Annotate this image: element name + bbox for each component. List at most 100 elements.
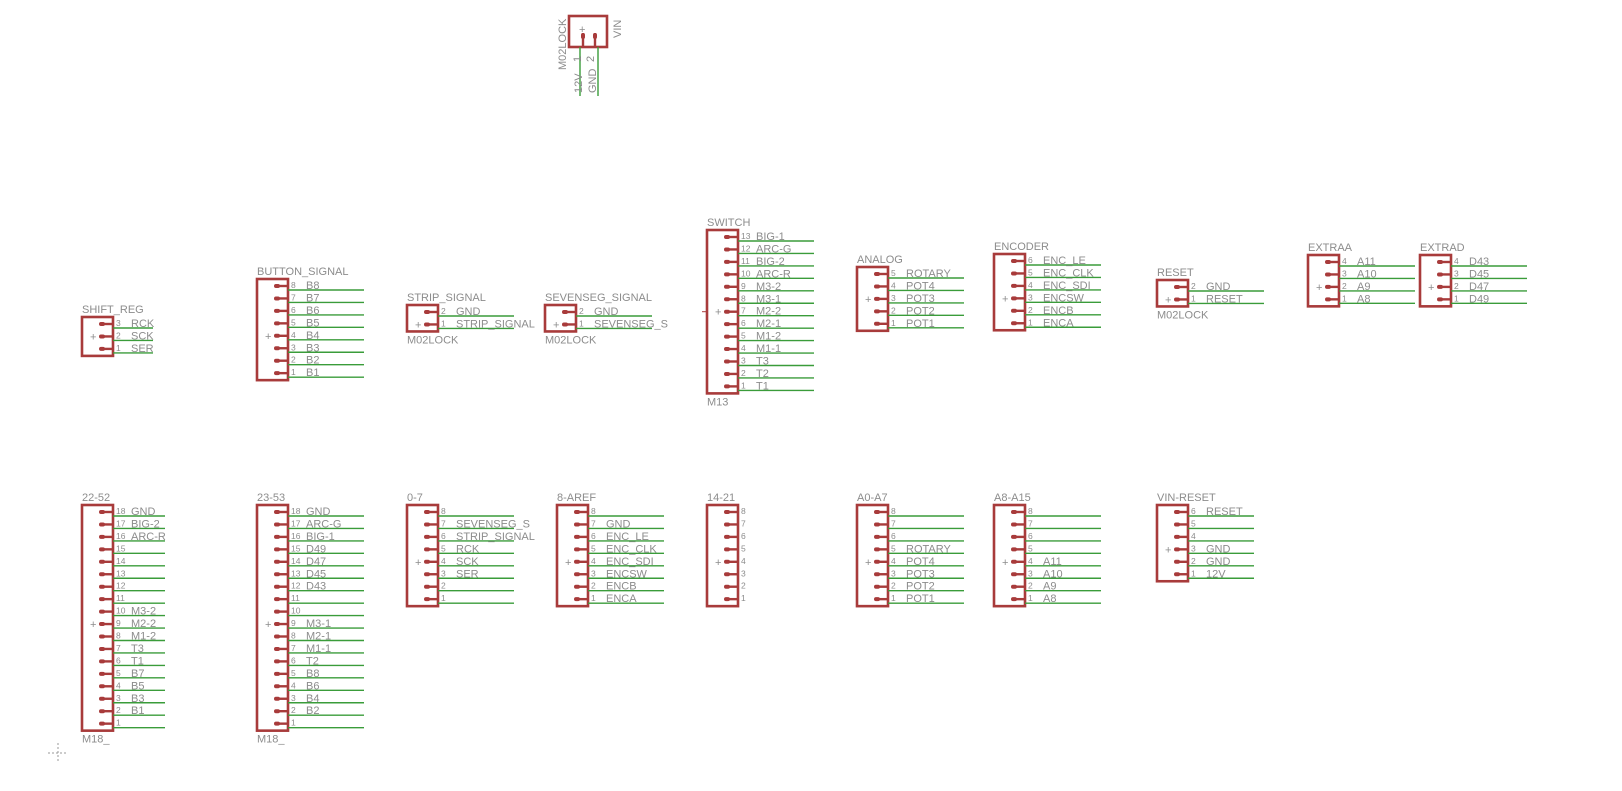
pin-h22-52-14[interactable]: 14 — [99, 556, 165, 567]
pin-h8-aref-8[interactable]: 8 — [574, 506, 664, 517]
pin-h23-53-10[interactable]: 10 — [274, 606, 364, 617]
pin-vin-reset-4[interactable]: 4 — [1174, 531, 1254, 542]
pin-h14-21-5[interactable]: 5 — [724, 543, 746, 553]
pin-a0-a7-6[interactable]: 6 — [874, 531, 964, 542]
pin-h14-21-3[interactable]: 3 — [724, 568, 746, 578]
pin-a8-a15-8[interactable]: 8 — [1011, 506, 1101, 517]
pin-h0-7-1[interactable]: 1 — [424, 593, 514, 604]
pin-h14-21-1[interactable]: 1 — [724, 593, 746, 603]
pin-h22-52-13[interactable]: 13 — [99, 568, 165, 579]
pin-h23-53-1[interactable]: 1 — [274, 718, 364, 729]
pin-h22-52-1[interactable]: 1 — [99, 718, 165, 729]
pin-a8-a15-6[interactable]: 6 — [1011, 531, 1101, 542]
pin-a8-a15-7[interactable]: 7 — [1011, 518, 1101, 530]
pin-h22-52-12[interactable]: 12 — [99, 581, 165, 592]
pin-h14-21-7[interactable]: 7 — [724, 518, 746, 528]
pin-vin-reset-5[interactable]: 5 — [1174, 518, 1254, 530]
pin-h23-53-11[interactable]: 11 — [274, 593, 364, 604]
pin-h14-21-8[interactable]: 8 — [724, 506, 746, 516]
